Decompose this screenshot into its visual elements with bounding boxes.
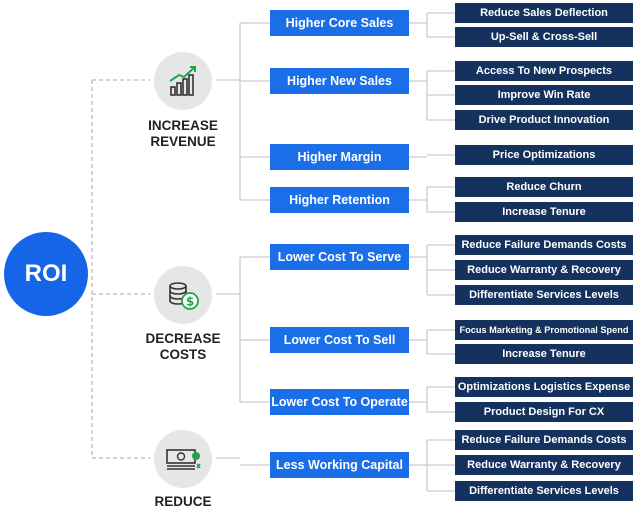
category-label-line: COSTS (159, 347, 207, 362)
leaf-box: Reduce Sales Deflection (455, 3, 633, 23)
group-box: Higher New Sales (270, 68, 409, 94)
leaf-box: Price Optimizations (455, 145, 633, 165)
leaf-box: Access To New Prospects (455, 61, 633, 81)
leaf-box: Differentiate Services Levels (455, 285, 633, 305)
group-box: Higher Margin (270, 144, 409, 170)
category-increase-revenue-label: INCREASE REVENUE (128, 118, 238, 150)
group-box: Lower Cost To Operate (270, 389, 409, 415)
group-box: Higher Core Sales (270, 10, 409, 36)
leaf-box: Focus Marketing & Promotional Spend (455, 320, 633, 340)
category-label-line: DECREASE (145, 331, 221, 346)
category-label-line: REVENUE (150, 134, 216, 149)
group-box: Lower Cost To Serve (270, 244, 409, 270)
leaf-box: Optimizations Logistics Expense (455, 377, 633, 397)
coins-dollar-icon: $ (154, 266, 212, 324)
leaf-box: Increase Tenure (455, 344, 633, 364)
category-reduce-label: REDUCE (128, 494, 238, 510)
leaf-box: Reduce Failure Demands Costs (455, 430, 633, 450)
leaf-box: Product Design For CX (455, 402, 633, 422)
leaf-box: Up-Sell & Cross-Sell (455, 27, 633, 47)
group-box: Higher Retention (270, 187, 409, 213)
leaf-box: Reduce Churn (455, 177, 633, 197)
money-stack-icon (154, 430, 212, 488)
leaf-box: Differentiate Services Levels (455, 481, 633, 501)
group-box: Lower Cost To Sell (270, 327, 409, 353)
leaf-box: Drive Product Innovation (455, 110, 633, 130)
roi-root-node: ROI (4, 232, 88, 316)
category-label-line: REDUCE (154, 494, 212, 509)
group-box: Less Working Capital (270, 452, 409, 478)
leaf-box: Reduce Failure Demands Costs (455, 235, 633, 255)
svg-text:$: $ (186, 295, 194, 309)
leaf-box: Reduce Warranty & Recovery (455, 455, 633, 475)
category-label-line: INCREASE (148, 118, 218, 133)
roi-label: ROI (24, 260, 68, 287)
growth-chart-icon (154, 52, 212, 110)
category-decrease-costs-label: DECREASE COSTS (128, 331, 238, 363)
leaf-box: Improve Win Rate (455, 85, 633, 105)
leaf-box: Increase Tenure (455, 202, 633, 222)
leaf-box: Reduce Warranty & Recovery (455, 260, 633, 280)
